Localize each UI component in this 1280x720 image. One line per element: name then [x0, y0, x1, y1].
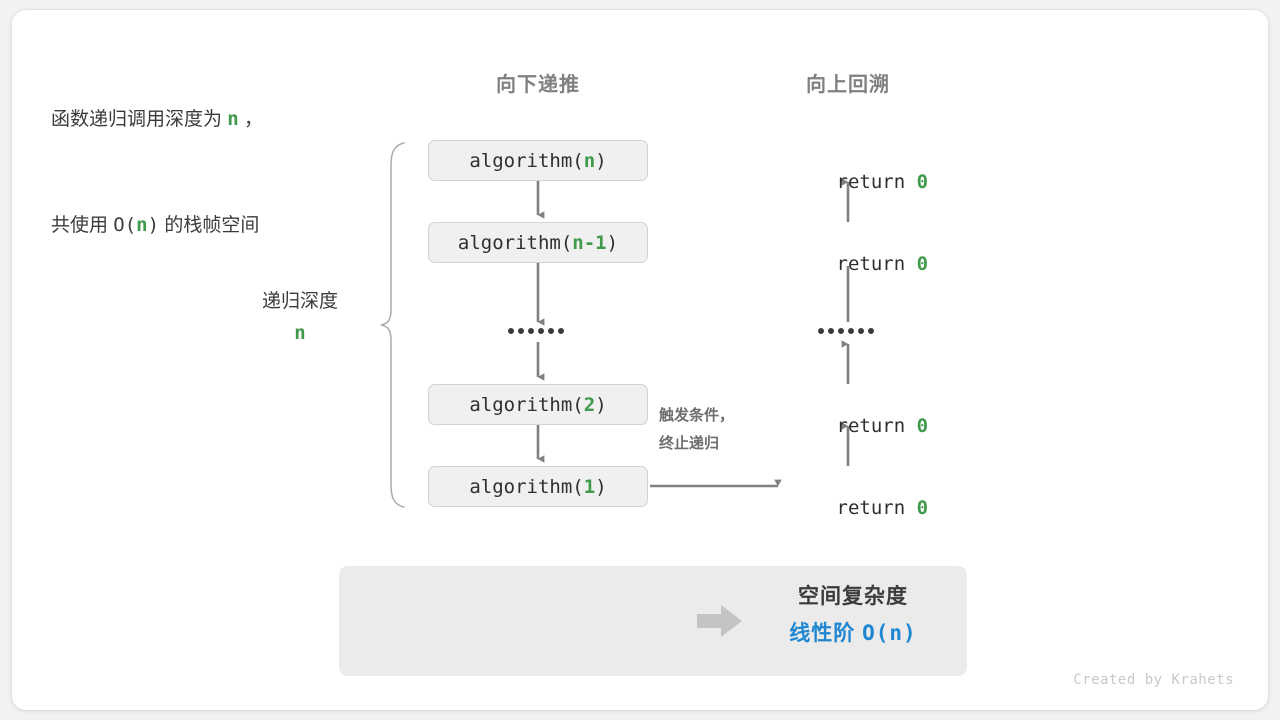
return-statement: return 0 [748, 231, 948, 297]
recursion-depth-value: n [294, 322, 306, 344]
diagram-card: 向下递推 向上回溯 递归深度 n algorithm(n) algorithm(… [12, 10, 1268, 710]
recursion-depth-text: 递归深度 [261, 291, 338, 312]
call-frame-arg: n [583, 149, 596, 172]
return-statement: return 0 [748, 475, 948, 541]
base-case-note: 触发条件， 终止递归 [659, 402, 779, 458]
call-frame-box[interactable]: algorithm(1) [428, 466, 648, 507]
summary-line2-bigo-close: ) [147, 213, 160, 236]
call-frame-suffix: ) [595, 149, 607, 172]
call-frame-prefix: algorithm( [469, 475, 584, 498]
summary-line2-prefix: 共使用 [51, 214, 114, 236]
summary-line2-suffix: 的栈帧空间 [159, 214, 260, 236]
call-frame-arg: 2 [583, 393, 596, 416]
call-frame-suffix: ) [595, 475, 607, 498]
call-frame-arg: n-1 [572, 231, 607, 254]
right-arrow-icon [697, 605, 742, 637]
call-frame-prefix: algorithm( [457, 231, 573, 254]
summary-panel [339, 566, 967, 676]
summary-line-1: 函数递归调用深度为 n ， [51, 102, 263, 137]
complexity-notation: O(n) [862, 621, 917, 645]
summary-line2-bigo-open: O( [113, 213, 137, 236]
return-value: 0 [916, 253, 929, 275]
return-value: 0 [916, 415, 929, 437]
summary-line2-n: n [136, 213, 148, 236]
return-statement: return 0 [748, 149, 948, 215]
ellipsis-dots-right [818, 328, 874, 334]
call-frame-arg: 1 [583, 475, 596, 498]
call-frame-box[interactable]: algorithm(n-1) [428, 222, 648, 263]
call-frame-box[interactable]: algorithm(n) [428, 140, 648, 181]
return-value: 0 [916, 171, 929, 193]
summary-description: 函数递归调用深度为 n ， 共使用 O(n) 的栈帧空间 [51, 32, 263, 313]
return-keyword: return [836, 253, 917, 275]
summary-conclusion: 空间复杂度 线性阶 O(n) [760, 586, 946, 644]
base-case-note-line1: 触发条件， [659, 407, 735, 424]
base-case-note-line2: 终止递归 [659, 434, 720, 452]
complexity-value: 线性阶 O(n) [760, 621, 946, 645]
complexity-title: 空间复杂度 [798, 585, 908, 608]
summary-line1-prefix: 函数递归调用深度为 [51, 109, 228, 131]
complexity-order-label: 线性阶 [789, 622, 863, 645]
return-statement: return 0 [748, 393, 948, 459]
summary-line1-suffix: ， [238, 109, 264, 131]
call-frame-prefix: algorithm( [469, 393, 584, 416]
summary-line-2: 共使用 O(n) 的栈帧空间 [51, 208, 263, 243]
call-frame-suffix: ) [595, 393, 607, 416]
recursion-depth-label: 递归深度 n [224, 292, 376, 343]
call-frame-box[interactable]: algorithm(2) [428, 384, 648, 425]
depth-brace [380, 142, 405, 508]
return-value: 0 [916, 497, 929, 519]
call-frame-prefix: algorithm( [469, 149, 584, 172]
return-keyword: return [836, 171, 917, 193]
return-keyword: return [836, 415, 917, 437]
return-keyword: return [836, 497, 917, 519]
call-frame-suffix: ) [606, 231, 619, 254]
credit-text: Created by Krahets [1073, 672, 1234, 688]
ellipsis-dots-left [508, 328, 564, 334]
column-heading-down: 向下递推 [496, 74, 580, 96]
column-heading-up: 向上回溯 [806, 74, 890, 96]
summary-line1-n: n [227, 108, 239, 131]
